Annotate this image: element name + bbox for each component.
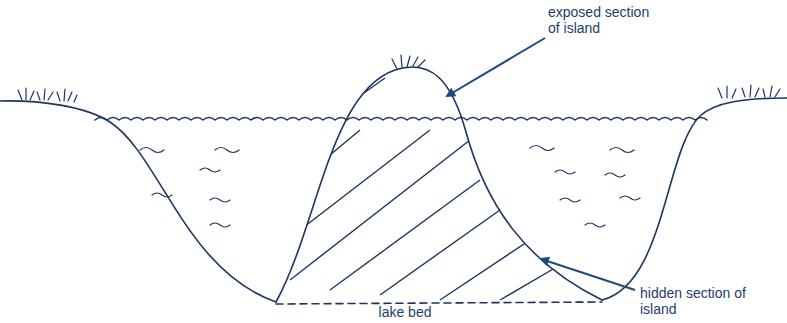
leader-arrow xyxy=(541,259,635,290)
leader-arrows xyxy=(447,38,635,290)
left-bank xyxy=(0,101,276,302)
outline xyxy=(0,67,787,304)
lake-bed-line xyxy=(276,302,602,304)
callout-label: lake bed xyxy=(360,304,450,320)
island-hatching xyxy=(290,78,560,300)
grass-tufts xyxy=(18,55,780,102)
leader-arrow xyxy=(447,38,545,96)
water-ripples xyxy=(140,146,640,228)
callout-label: hidden section of island xyxy=(640,285,750,317)
right-bank xyxy=(602,98,787,300)
island-outline xyxy=(276,67,602,302)
callout-label: exposed section of island xyxy=(548,4,658,36)
water-surface xyxy=(95,118,707,121)
